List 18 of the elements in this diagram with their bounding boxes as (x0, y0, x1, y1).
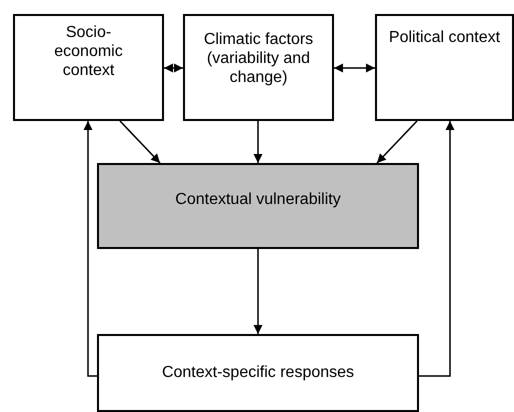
arrow (334, 64, 375, 72)
process-box (13, 14, 164, 121)
arrow (119, 120, 161, 164)
arrow (164, 64, 183, 72)
arrow (254, 249, 262, 334)
arrow (376, 120, 418, 164)
process-box (183, 14, 334, 121)
process-box (97, 163, 419, 249)
box-label: Context-specific responses (160, 363, 356, 382)
box-label: Socio-economic context (53, 23, 124, 80)
box-label: Climatic factors (variability and change) (202, 30, 314, 87)
arrow (419, 121, 454, 377)
box-label: Political context (388, 28, 502, 47)
process-box (375, 14, 514, 121)
arrow (84, 121, 97, 377)
process-box (97, 334, 419, 412)
arrow (254, 121, 262, 163)
box-label: Contextual vulnerability (174, 190, 342, 209)
